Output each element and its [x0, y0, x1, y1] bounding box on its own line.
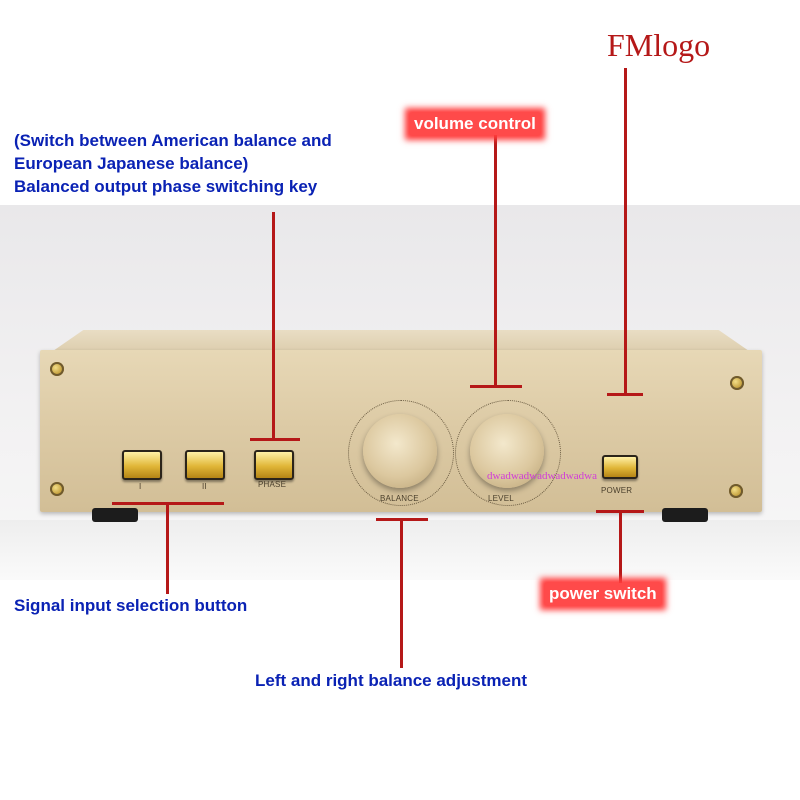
phase-annotation-line2: European Japanese balance) — [14, 154, 249, 173]
power-button[interactable] — [602, 455, 638, 479]
phase-annotation-line3: Balanced output phase switching key — [14, 177, 318, 196]
level-knob[interactable] — [470, 414, 544, 488]
phase-leader-tick — [250, 438, 300, 441]
balance-knob[interactable] — [363, 414, 437, 488]
input-2-label: II — [202, 482, 207, 491]
screw-icon — [730, 376, 744, 390]
screw-icon — [729, 484, 743, 498]
power-annotation: power switch — [545, 583, 661, 605]
volume-leader-tick — [470, 385, 522, 388]
logo-leader-line — [624, 68, 627, 393]
power-leader-line — [619, 510, 622, 590]
balance-annotation: Left and right balance adjustment — [255, 671, 528, 690]
chassis-foot — [662, 508, 708, 522]
input-2-button[interactable] — [185, 450, 225, 480]
phase-annotation-line1: (Switch between American balance and — [14, 131, 332, 150]
volume-leader-line — [494, 130, 497, 386]
level-label: LEVEL — [488, 494, 514, 503]
balance-leader-line — [400, 518, 403, 668]
logo-text: FMlogo — [607, 27, 711, 63]
logo-leader-tick — [607, 393, 643, 396]
phase-button[interactable] — [254, 450, 294, 480]
balance-label: BALANCE — [380, 494, 419, 503]
volume-annotation: volume control — [410, 113, 540, 135]
screw-icon — [50, 362, 64, 376]
chassis-foot — [92, 508, 138, 522]
balance-scale — [348, 400, 454, 506]
screw-icon — [50, 482, 64, 496]
watermark: dwadwadwadwadwadwa — [487, 470, 597, 482]
input-1-label: I — [139, 482, 142, 491]
phase-label: PHASE — [258, 480, 287, 489]
power-label: POWER — [601, 486, 633, 495]
input-1-button[interactable] — [122, 450, 162, 480]
input-leader-line — [166, 502, 169, 594]
level-scale — [455, 400, 561, 506]
signal-input-annotation: Signal input selection button — [14, 596, 248, 615]
phase-leader-line — [272, 212, 275, 440]
